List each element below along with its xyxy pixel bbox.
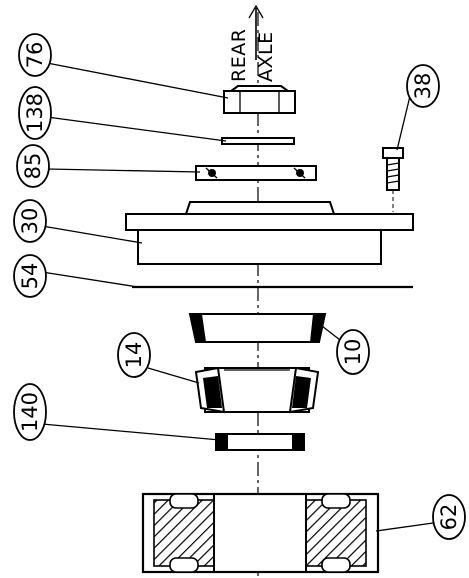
hub-cap-part — [125, 201, 414, 265]
callout-54: 54 — [13, 254, 47, 298]
leader-lines — [41, 62, 434, 532]
callout-76-label: 76 — [23, 42, 47, 69]
spacer-part — [215, 433, 305, 451]
callout-140: 140 — [13, 383, 47, 441]
callout-138: 138 — [18, 86, 52, 140]
callout-85: 85 — [16, 144, 50, 188]
nut-part — [223, 85, 296, 114]
callout-38-label: 38 — [411, 73, 435, 100]
callout-10-label: 10 — [341, 339, 365, 366]
bearing-cup-part — [188, 313, 327, 343]
callout-140-label: 140 — [18, 392, 42, 432]
bolt-part — [382, 147, 404, 212]
callout-138-label: 138 — [23, 93, 47, 133]
callout-30: 30 — [13, 199, 47, 243]
callout-10: 10 — [336, 329, 370, 375]
seal-part — [195, 165, 317, 181]
callout-38: 38 — [406, 64, 440, 108]
callout-76: 76 — [18, 33, 52, 77]
callout-62-label: 62 — [437, 504, 461, 531]
axle-label-line-2: AXLE — [255, 31, 277, 82]
callout-14: 14 — [117, 332, 151, 378]
callout-85-label: 85 — [21, 153, 45, 180]
callout-62: 62 — [432, 494, 466, 540]
axle-direction-arrow — [248, 4, 264, 60]
washer-part — [221, 137, 295, 145]
wheel-hub-part — [141, 492, 380, 574]
callout-54-label: 54 — [18, 263, 42, 290]
bearing-cone-part — [194, 366, 320, 414]
callout-14-label: 14 — [122, 342, 146, 369]
axle-label-line-1: REAR — [228, 29, 250, 82]
callout-30-label: 30 — [18, 208, 42, 235]
